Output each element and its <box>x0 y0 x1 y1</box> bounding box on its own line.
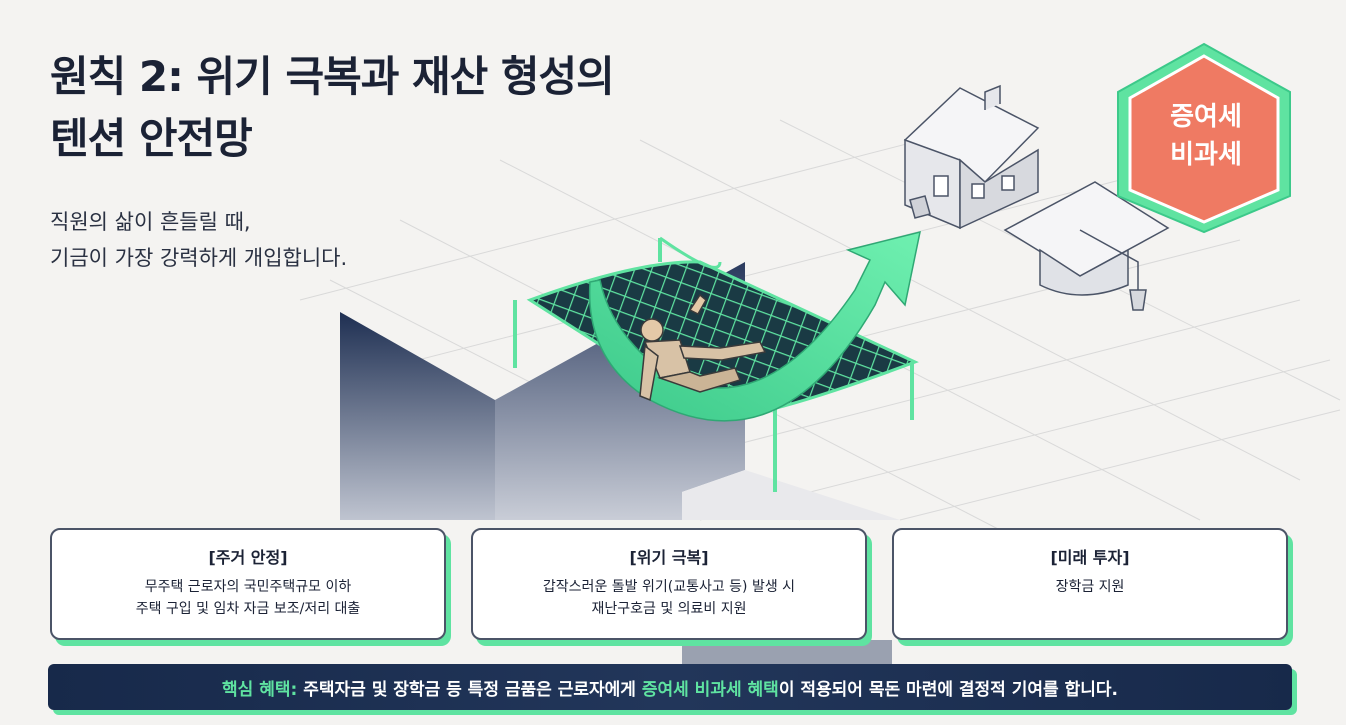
card-body: 무주택 근로자의 국민주택규모 이하 주택 구입 및 임차 자금 보조/저리 대… <box>52 576 444 620</box>
title-line-2: 텐션 안전망 <box>50 114 253 163</box>
subtitle: 직원의 삶이 흔들릴 때, 기금이 가장 강력하게 개입합니다. <box>50 204 470 276</box>
benefit-highlight: 증여세 비과세 혜택 <box>641 679 779 700</box>
key-benefit-bar: 핵심 혜택: 주택자금 및 장학금 등 특정 금품은 근로자에게 증여세 비과세… <box>48 664 1292 710</box>
title-line-1: 원칙 2: 위기 극복과 재산 형성의 <box>50 52 615 101</box>
card-crisis: [위기 극복] 갑작스러운 돌발 위기(교통사고 등) 발생 시 재난구호금 및… <box>471 528 867 640</box>
benefit-text-2: 이 적용되어 목돈 마련에 결정적 기여를 합니다. <box>778 679 1118 700</box>
card-line: 재난구호금 및 의료비 지원 <box>591 601 747 617</box>
card-line: 장학금 지원 <box>1055 579 1125 595</box>
benefit-text-1: 주택자금 및 장학금 등 특정 금품은 근로자에게 <box>297 679 642 700</box>
subtitle-line-1: 직원의 삶이 흔들릴 때, <box>50 210 251 234</box>
card-line: 무주택 근로자의 국민주택규모 이하 <box>144 579 352 595</box>
badge-line-1: 증여세 <box>1170 102 1242 132</box>
subtitle-line-2: 기금이 가장 강력하게 개입합니다. <box>50 246 348 270</box>
card-body: 장학금 지원 <box>894 576 1286 598</box>
graduation-cap-icon <box>1003 181 1170 311</box>
badge-line-2: 비과세 <box>1170 140 1242 170</box>
hexagon-badge-icon <box>1117 42 1291 234</box>
card-title: [주거 안정] <box>208 548 288 567</box>
falling-person-icon <box>639 293 767 402</box>
card-title: [미래 투자] <box>1050 548 1130 567</box>
card-housing: [주거 안정] 무주택 근로자의 국민주택규모 이하 주택 구입 및 임차 자금… <box>50 528 446 640</box>
house-icon <box>903 84 1040 230</box>
tax-exempt-badge: 증여세 비과세 <box>1136 98 1276 174</box>
card-future: [미래 투자] 장학금 지원 <box>892 528 1288 640</box>
card-title: [위기 극복] <box>629 548 709 567</box>
page-title: 원칙 2: 위기 극복과 재산 형성의 텐션 안전망 <box>50 46 810 170</box>
benefit-label: 핵심 혜택: <box>222 679 298 700</box>
card-body: 갑작스러운 돌발 위기(교통사고 등) 발생 시 재난구호금 및 의료비 지원 <box>473 576 865 620</box>
card-line: 주택 구입 및 임차 자금 보조/저리 대출 <box>135 601 361 617</box>
card-line: 갑작스러운 돌발 위기(교통사고 등) 발생 시 <box>542 579 796 595</box>
